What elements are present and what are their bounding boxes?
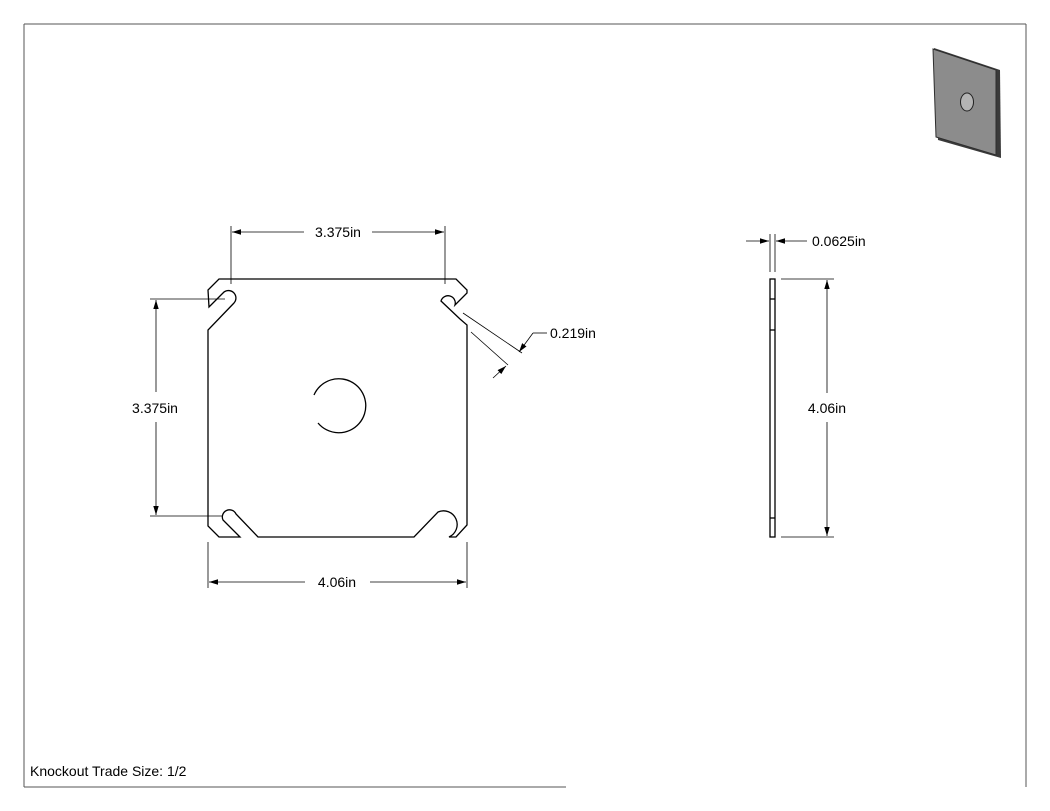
- dim-side-thickness: 0.0625in: [746, 233, 866, 272]
- iso-knockout-hole: [960, 92, 974, 112]
- dim-label-side-thickness: 0.0625in: [812, 233, 866, 249]
- side-plate-outline: [769, 278, 776, 538]
- side-view: [769, 278, 776, 538]
- dim-front-left: 3.375in: [132, 298, 225, 517]
- dim-front-bottom: 4.06in: [207, 542, 468, 590]
- knockout-hole: [313, 378, 367, 434]
- dim-slot-width: 0.219in: [462, 312, 596, 379]
- dim-label-front-bottom-width: 4.06in: [318, 574, 356, 590]
- dim-label-front-top-width: 3.375in: [315, 224, 361, 240]
- plate-outline: [207, 278, 468, 538]
- knockout-note: Knockout Trade Size: 1/2: [30, 763, 187, 779]
- sheet-border: [23, 23, 1027, 788]
- dim-label-slot-width: 0.219in: [550, 325, 596, 341]
- front-view: [207, 278, 468, 538]
- dim-front-top: 3.375in: [230, 224, 446, 284]
- dim-side-height: 4.06in: [781, 278, 846, 538]
- dim-label-side-height: 4.06in: [808, 400, 846, 416]
- dim-label-front-left-height: 3.375in: [132, 400, 178, 416]
- isometric-view: [932, 48, 1001, 158]
